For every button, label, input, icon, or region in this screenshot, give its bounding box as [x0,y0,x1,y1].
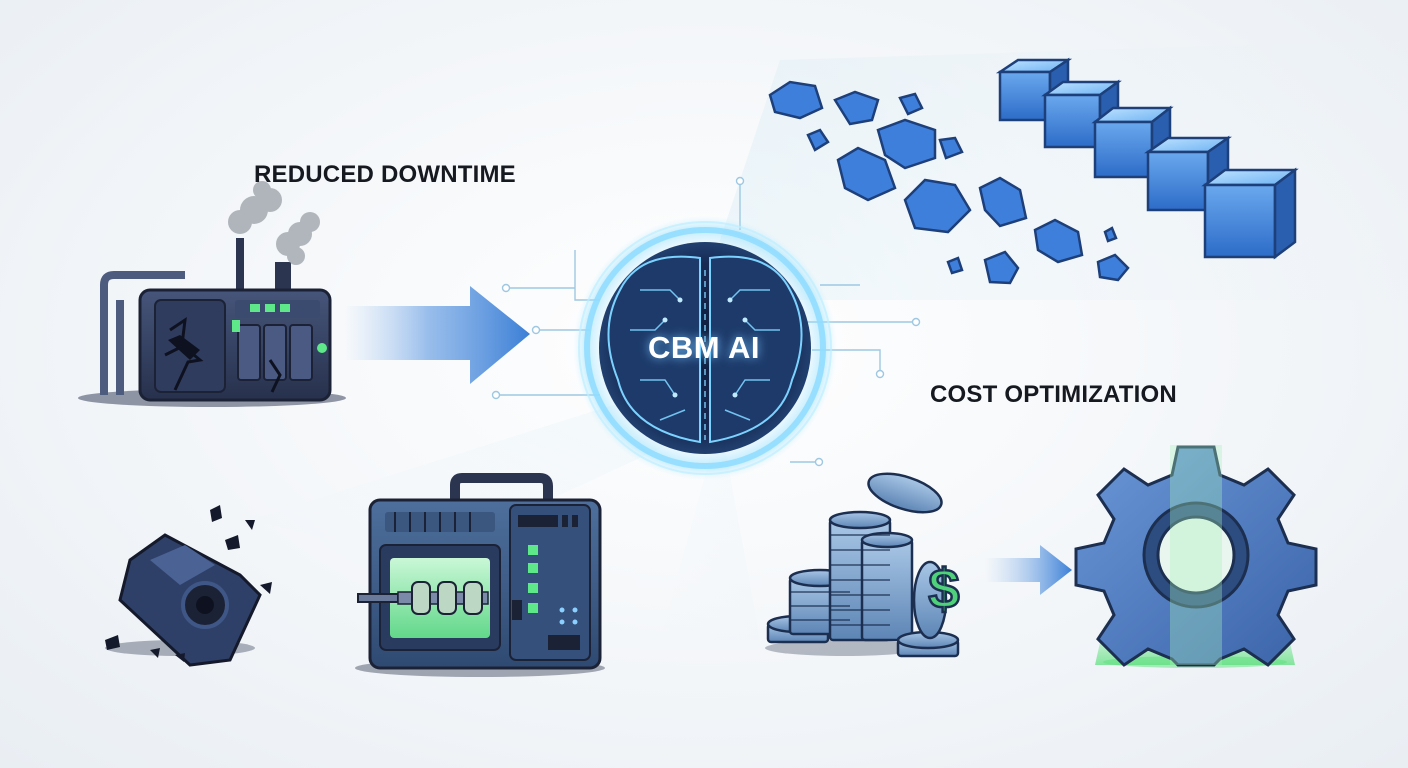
damaged-machine-icon [78,238,346,407]
dollar-sign-icon: $ [927,556,961,622]
scattered-blocks-icon [768,80,1130,285]
svg-text:$: $ [928,557,959,620]
coin-stacks-icon [765,472,960,658]
reduced-downtime-label: REDUCED DOWNTIME [254,161,516,188]
gear-icon [1074,445,1318,668]
cube-row-icon [995,57,1299,260]
broken-part-icon [105,505,272,667]
brain-chip-icon [573,216,837,480]
arrow-right-icon [345,286,530,384]
cost-optimization-label: COST OPTIMIZATION [930,381,1177,408]
cbm-ai-label: CBM AI [647,330,761,365]
healthy-machine-icon [355,473,605,677]
arrow-right-icon [985,545,1072,595]
smoke-icon [228,181,320,265]
